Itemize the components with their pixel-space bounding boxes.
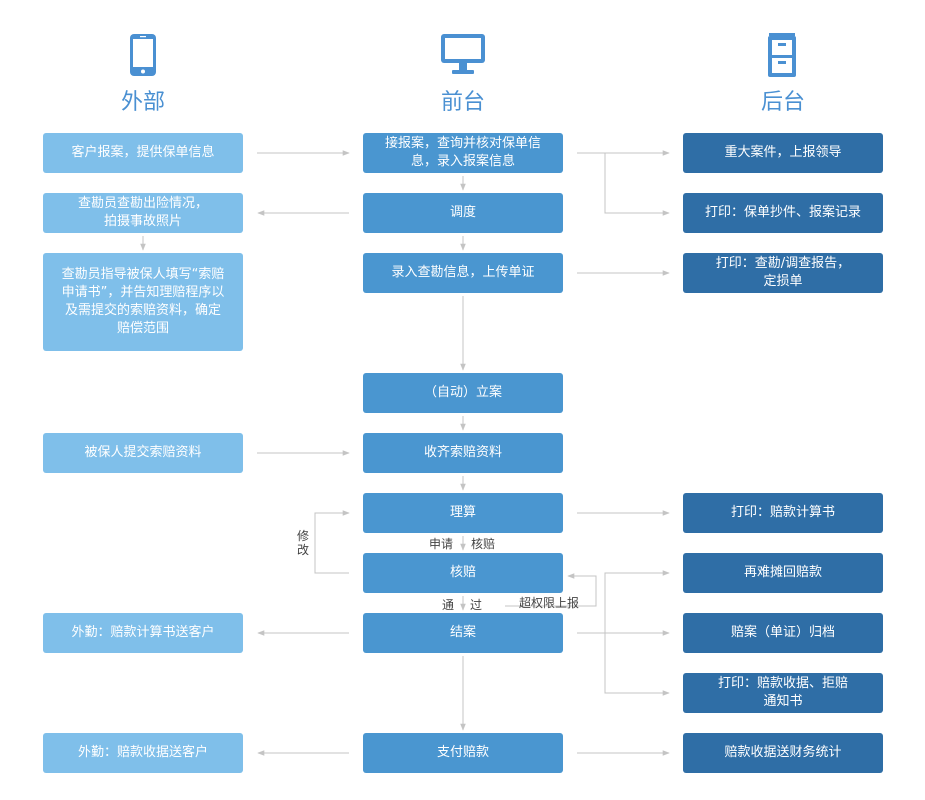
mobile-phone-icon [130,34,156,76]
edge-label-escalate: 超权限上报 [519,596,580,610]
edge-label-verify-claim: 核赔 [471,537,496,551]
node-surveyor-guidance: 查勘员指导被保人填写“索赔申请书”，并告知理赔程序以及需提交的索赔资料，确定赔偿… [43,253,243,351]
node-print-survey-report: 打印：查勘/调查报告，定损单 [683,253,883,293]
arrow-accept-to-print-policy [604,153,670,216]
node-dispatch: 调度 [363,193,563,233]
node-reinsurance-recovery: 再难摊回赔款 [683,553,883,593]
node-print-policy: 打印：保单抄件、报案记录 [683,193,883,233]
arrow-verify-modify-adjust [314,510,350,574]
node-major-case: 重大案件，上报领导 [683,133,883,173]
node-print-receipt: 打印：赔款收据、拒赔通知书 [683,673,883,713]
arrow-close-to-print-receipt [604,633,670,696]
column-title-frontdesk: 前台 [440,90,485,115]
filing-cabinet-icon [768,33,796,77]
node-insured-submit: 被保人提交索赔资料 [43,433,243,473]
node-entry-survey-info: 录入查勘信息，上传单证 [363,253,563,293]
node-surveyor-inspection: 查勘员查勘出险情况，拍摄事故照片 [43,193,243,233]
column-title-external: 外部 [120,90,165,115]
node-adjustment: 理算 [363,493,563,533]
edge-label-modify: 修改 [297,529,310,557]
node-deliver-calc-sheet: 外勤：赔款计算书送客户 [43,613,243,653]
edge-label-apply: 申请 [429,537,454,551]
node-case-closing: 结案 [363,613,563,653]
column-title-backoffice: 后台 [760,90,805,115]
node-customer-report: 客户报案，提供保单信息 [43,133,243,173]
edge-label-pass: 通过 [442,598,499,612]
arrow-close-to-recovery [604,570,670,633]
node-auto-register: （自动）立案 [363,373,563,413]
node-claim-verification: 核赔 [363,553,563,593]
desktop-monitor-icon [441,34,485,74]
node-accept-report: 接报案，查询并核对保单信息，录入报案信息 [363,133,563,173]
node-finance-statistics: 赔款收据送财务统计 [683,733,883,773]
node-collect-docs: 收齐索赔资料 [363,433,563,473]
arrow-escalate-to-verify [505,573,597,607]
node-archive: 赔案（单证）归档 [683,613,883,653]
node-payment: 支付赔款 [363,733,563,773]
node-print-calc-sheet: 打印：赔款计算书 [683,493,883,533]
node-deliver-receipt: 外勤：赔款收据送客户 [43,733,243,773]
